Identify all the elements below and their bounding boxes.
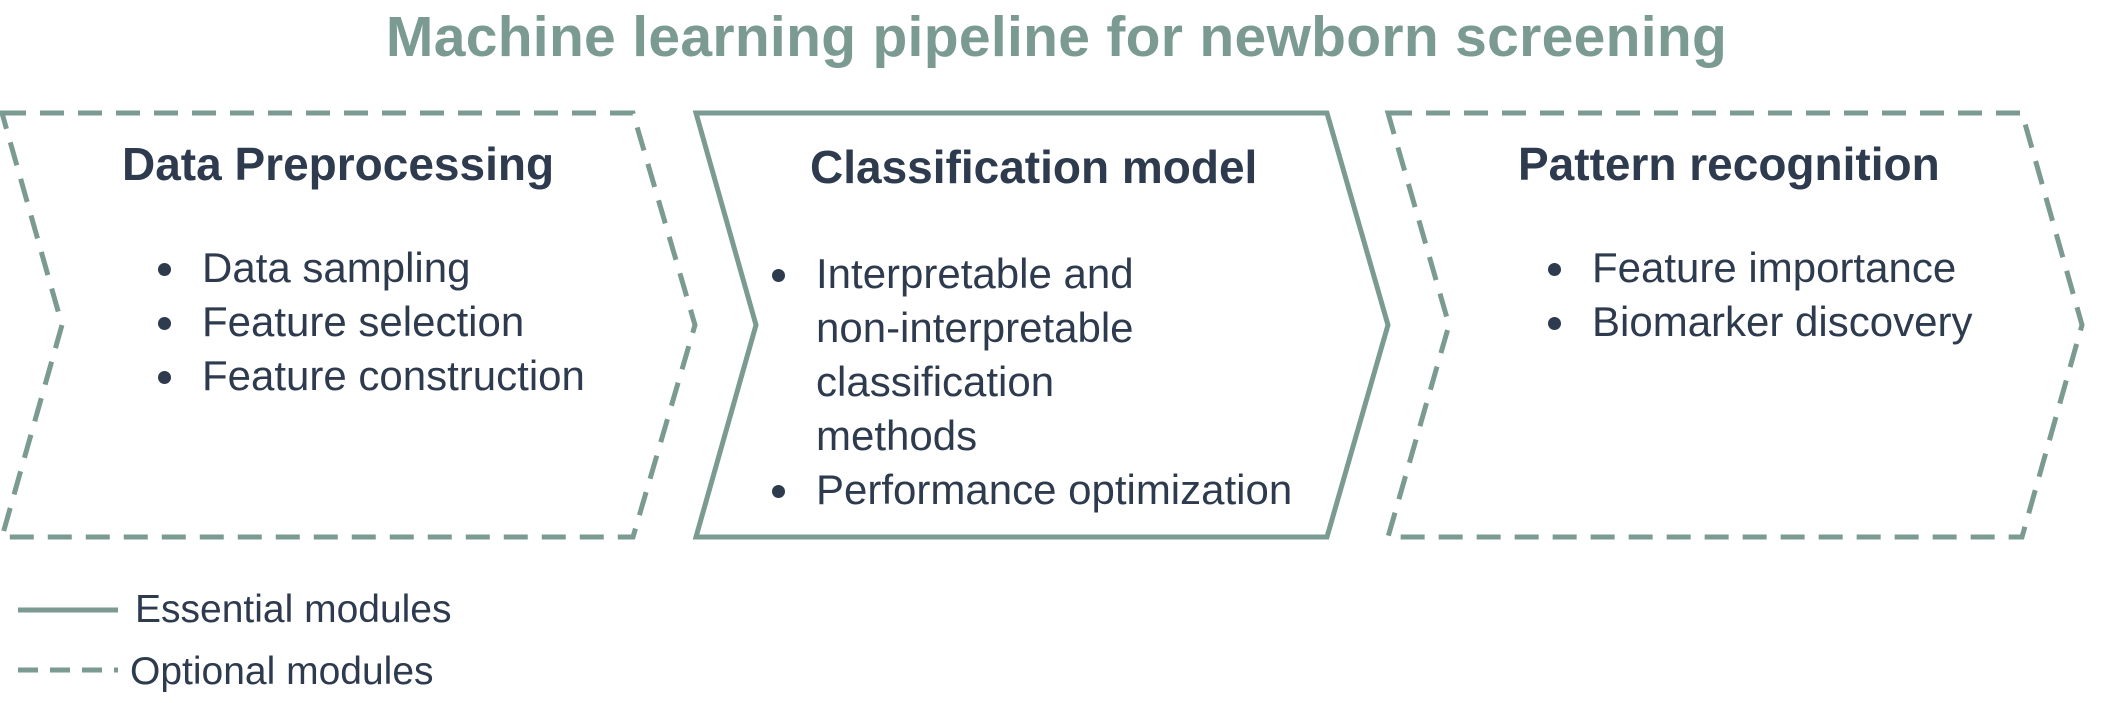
stage-3-bullet: Biomarker discovery xyxy=(1542,295,2022,349)
stage-1-bullet: Feature selection xyxy=(152,295,652,349)
stage-2-bullet: Performance optimization xyxy=(766,463,1346,517)
stage-1-heading: Data Preprocessing xyxy=(122,138,555,190)
stage-2-chevron xyxy=(692,110,1391,540)
stage-3-heading: Pattern recognition xyxy=(1518,138,1940,190)
legend-essential-label: Essential modules xyxy=(135,588,452,631)
stage-3-bullet: Feature importance xyxy=(1542,241,2022,295)
stage-1-bullet: Feature construction xyxy=(152,349,652,403)
stage-3-chevron xyxy=(1384,110,2085,540)
stage-2-bullet: Interpretable and non-interpretable clas… xyxy=(766,247,1186,463)
stage-2-heading: Classification model xyxy=(810,141,1258,193)
stage-2-bullets: Interpretable and non-interpretable clas… xyxy=(766,247,1346,517)
stage-1-bullets: Data sampling Feature selection Feature … xyxy=(152,241,652,403)
stage-1-chevron xyxy=(0,110,698,540)
stage-3-bullets: Feature importance Biomarker discovery xyxy=(1542,241,2022,349)
diagram-title: Machine learning pipeline for newborn sc… xyxy=(385,5,1728,69)
legend-optional-label: Optional modules xyxy=(130,650,434,693)
stage-1-bullet: Data sampling xyxy=(152,241,652,295)
